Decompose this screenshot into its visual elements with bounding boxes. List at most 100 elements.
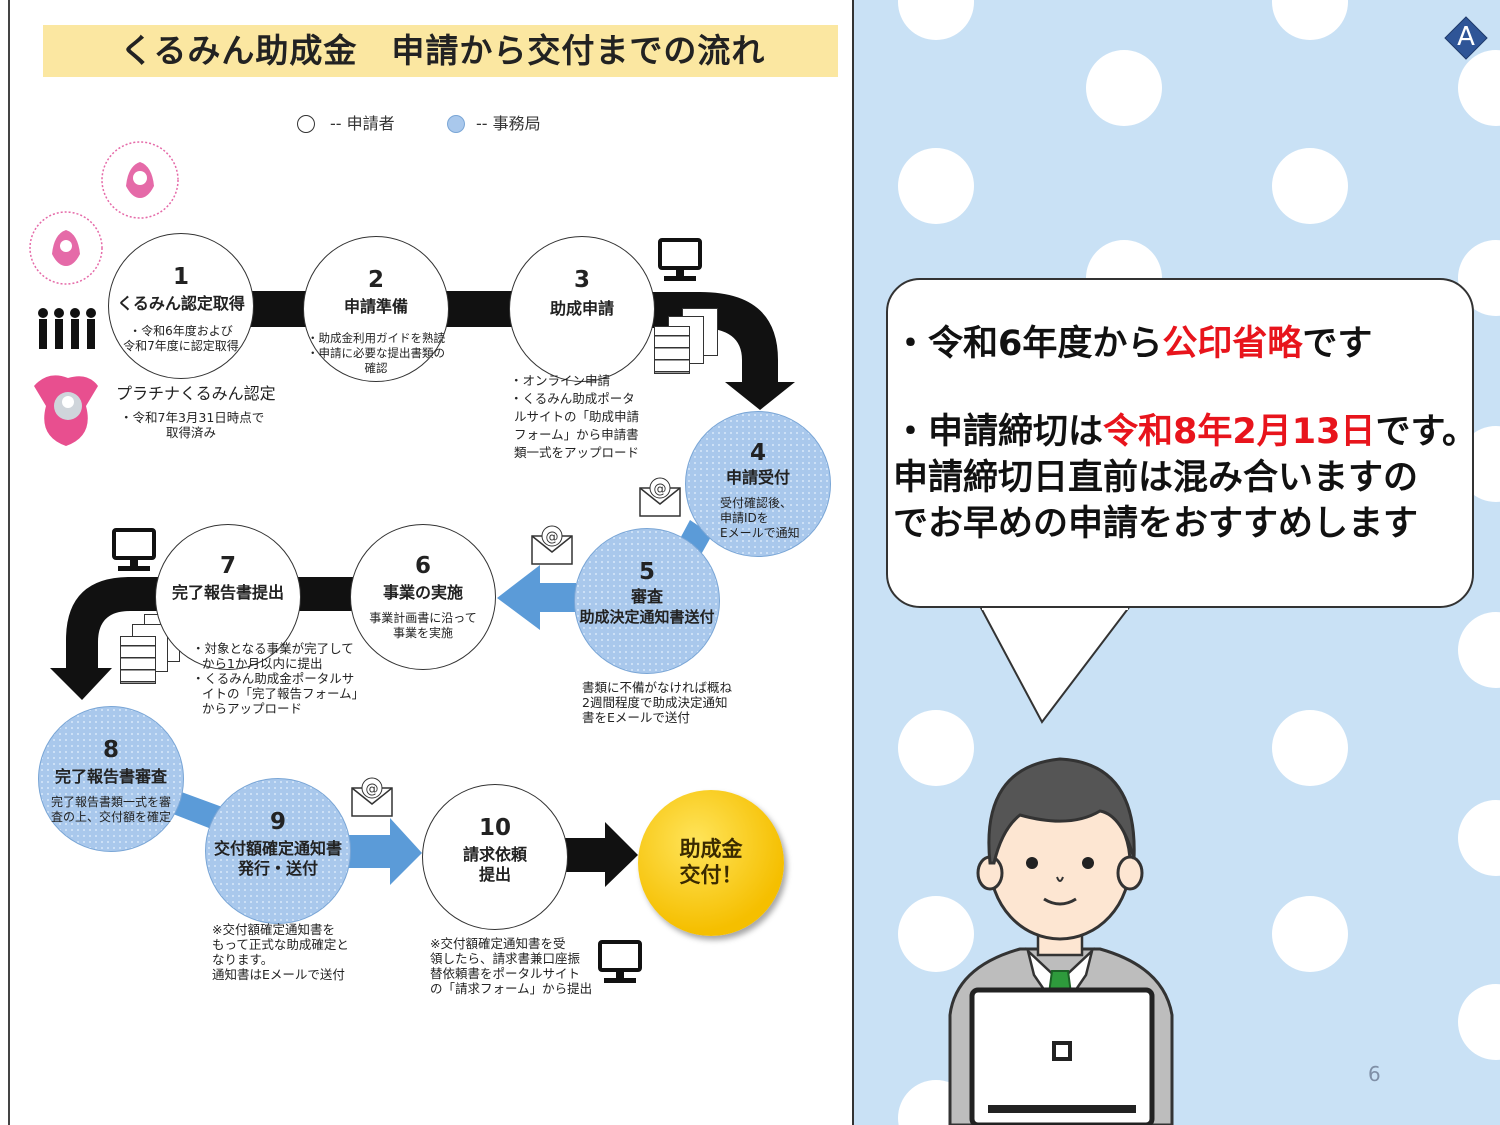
arrow-9-10 <box>345 818 422 885</box>
note-line: もって正式な助成確定と <box>212 937 349 952</box>
step-10-note: ※交付額確定通知書を受 領したら、請求書兼口座振 替依頼書をポータルサイト の「… <box>430 936 592 996</box>
step-3: 3 助成申請 <box>509 236 655 382</box>
note-line: ルサイトの「助成申請 <box>514 409 640 424</box>
step-number: 9 <box>269 809 286 835</box>
note-line: 通知書はEメールで送付 <box>212 967 345 982</box>
step-desc: ・令和6年度および <box>129 324 233 338</box>
step-number: 2 <box>367 267 384 293</box>
businessman-laptop-illustration <box>948 757 1174 1125</box>
svg-text:@: @ <box>654 482 667 497</box>
note-line: ・対象となる事業が完了して <box>192 641 354 656</box>
note-line: の「請求フォーム」から提出 <box>430 981 593 996</box>
step-4: 4 申請受付 受付確認後、 申請IDを Eメールで通知 <box>685 411 831 557</box>
connector-2-3 <box>445 291 515 327</box>
step-number: 8 <box>102 737 119 763</box>
platinum-note: プラチナくるみん認定 ・令和7年3月31日時点で 取得済み <box>116 384 276 440</box>
platinum-kurumin-icon <box>34 375 98 446</box>
step-desc: 査の上、交付額を確定 <box>50 810 171 824</box>
note-line: ※交付額確定通知書を <box>212 922 335 937</box>
step-desc: 申請IDを <box>720 511 769 525</box>
step-title: 完了報告書提出 <box>171 583 284 602</box>
note-line: ・くるみん助成金ポータルサ <box>192 671 355 686</box>
kurumin-2025-icon <box>29 211 103 285</box>
polka-dot <box>1272 0 1348 40</box>
kurumin-2024-icon <box>101 141 179 219</box>
email-icon: @ <box>531 525 573 565</box>
arrow-10-final <box>560 822 638 887</box>
bubble-highlight: 令和8年2月13日 <box>1103 412 1376 452</box>
step-desc: ・助成金利用ガイドを熟読 <box>307 331 445 345</box>
bubble-line-2: ・申請締切は令和8年2月13日です。 <box>893 410 1477 454</box>
connector-6-7 <box>298 577 356 611</box>
polka-dot <box>898 896 974 972</box>
note-line: 書類に不備がなければ概ね <box>582 680 733 695</box>
step-desc: 完了報告書類一式を審 <box>50 795 171 809</box>
step-number: 6 <box>414 553 431 579</box>
left-border <box>8 0 10 1125</box>
note-line: イトの「完了報告フォーム」 <box>202 686 365 701</box>
step-9: 9 交付額確定通知書 発行・送付 <box>205 778 351 924</box>
platinum-title: プラチナくるみん認定 <box>116 384 276 403</box>
computer-icon <box>112 528 156 571</box>
legend-office-circle <box>447 115 465 133</box>
step-3-note: ・オンライン申請 ・くるみん助成ポータ ルサイトの「助成申請 フォーム」から申請… <box>510 372 639 462</box>
step-10: 10 請求依頼 提出 <box>422 784 568 930</box>
bubble-line-4: でお早めの申請をおすすめします <box>893 504 1419 544</box>
svg-text:@: @ <box>546 530 559 545</box>
computer-icon <box>658 238 702 281</box>
legend-office: -- 事務局 <box>476 114 541 133</box>
document-icon <box>120 636 156 684</box>
speech-bubble <box>886 278 1474 608</box>
note-line: 書をEメールで送付 <box>582 710 690 725</box>
bubble-text: ・申請締切は <box>893 412 1104 452</box>
step-title: 発行・送付 <box>237 859 318 878</box>
polka-dot <box>1458 50 1500 126</box>
page-title: くるみん助成金 申請から交付までの流れ <box>120 31 766 70</box>
step-desc: 令和7年度に認定取得 <box>123 339 239 353</box>
step-number: 10 <box>478 815 511 841</box>
bubble-text: です。 <box>1375 412 1477 452</box>
step-6: 6 事業の実施 事業計画書に沿って 事業を実施 <box>350 524 496 670</box>
note-line: ・くるみん助成ポータ <box>510 391 635 406</box>
bubble-text: です <box>1302 324 1373 364</box>
polka-dot <box>898 0 974 40</box>
step-5: 5 審査 助成決定通知書送付 <box>574 528 720 674</box>
note-line: 類一式をアップロード <box>514 445 640 460</box>
final-line: 交付！ <box>679 863 743 887</box>
step-desc: 事業を実施 <box>392 626 453 640</box>
bubble-text: ・令和6年度から <box>893 324 1163 364</box>
step-title: 提出 <box>478 865 511 884</box>
arrow-5-6 <box>497 565 576 630</box>
step-number: 5 <box>638 559 655 585</box>
platinum-line: 取得済み <box>166 425 217 440</box>
arrow-7-8 <box>50 577 160 700</box>
corner-badge-icon <box>1444 16 1488 60</box>
step-title: 交付額確定通知書 <box>213 839 342 858</box>
polka-dot <box>1272 148 1348 224</box>
step-9-note: ※交付額確定通知書を もって正式な助成確定と なります。 通知書はEメールで送付 <box>212 922 349 982</box>
computer-icon <box>598 940 642 983</box>
step-number: 3 <box>573 267 590 293</box>
bubble-line-1: ・令和6年度から公印省略です <box>893 322 1372 366</box>
polka-dot <box>1272 710 1348 786</box>
document-icon <box>654 326 690 374</box>
step-number: 1 <box>172 264 189 290</box>
final-grant-circle: 助成金 交付！ <box>638 790 784 936</box>
step-title: 助成申請 <box>549 299 614 318</box>
step-desc: ・申請に必要な提出書類の確認 <box>307 346 445 375</box>
polka-dot <box>1272 896 1348 972</box>
svg-text:@: @ <box>366 782 379 797</box>
step-desc: 受付確認後、 <box>720 496 793 510</box>
step-title: 申請受付 <box>725 468 790 487</box>
step-desc: Eメールで通知 <box>720 526 800 540</box>
bubble-highlight: 公印省略 <box>1162 324 1303 364</box>
polka-dot <box>898 710 974 786</box>
step-desc: 事業計画書に沿って <box>369 611 477 625</box>
bubble-line-3: 申請締切日直前は混み合いますの <box>893 458 1419 498</box>
step-7: 7 完了報告書提出 <box>155 524 301 670</box>
step-title: 請求依頼 <box>462 845 527 864</box>
step-title: 審査 <box>630 587 663 606</box>
step-2: 2 申請準備 ・助成金利用ガイドを熟読 ・申請に必要な提出書類の確認 <box>303 236 449 382</box>
polka-dot <box>1458 612 1500 688</box>
legend-applicant-circle <box>297 115 315 133</box>
